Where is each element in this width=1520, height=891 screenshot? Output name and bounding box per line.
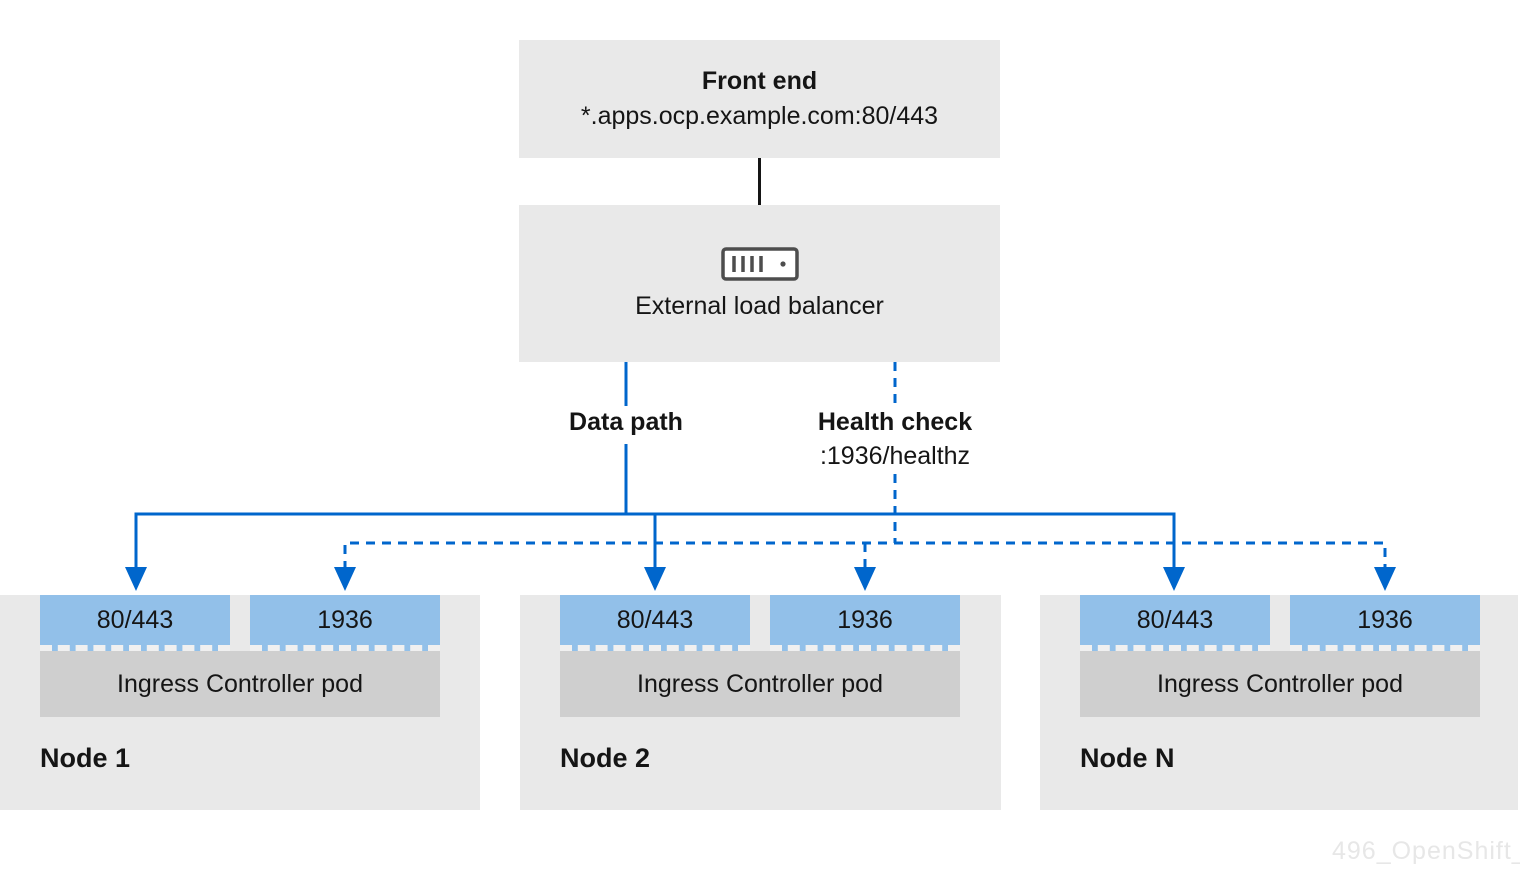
health-check-label: Health check: [817, 408, 973, 436]
node-2-port-1936: 1936: [770, 595, 960, 651]
load-balancer-box: External load balancer: [519, 205, 1000, 362]
node-n-port-80-443: 80/443: [1080, 595, 1270, 651]
frontend-box: Front end *.apps.ocp.example.com:80/443: [519, 40, 1000, 158]
node-n-box: 80/443 1936 Ingress Controller pod Node …: [1040, 595, 1518, 810]
arrow-down-icon: [1163, 567, 1185, 591]
frontend-lb-connector-line: [758, 158, 761, 205]
node-n-port-1936: 1936: [1290, 595, 1480, 651]
data-path-label: Data path: [569, 408, 683, 436]
node-2-label: Node 2: [560, 743, 651, 773]
node-n-label: Node N: [1080, 743, 1175, 773]
node-1-port-80-443: 80/443: [40, 595, 230, 651]
health-check-endpoint: :1936/healthz: [819, 442, 971, 470]
arrowheads: [125, 567, 1396, 591]
frontend-title: Front end: [701, 67, 818, 95]
arrow-down-icon: [125, 567, 147, 591]
watermark-text: 496_OpenShift_1223: [1332, 837, 1520, 865]
frontend-subtitle: *.apps.ocp.example.com:80/443: [580, 101, 939, 130]
server-icon: [720, 247, 799, 281]
node-1-label: Node 1: [40, 743, 131, 773]
node-1-box: 80/443 1936 Ingress Controller pod Node …: [0, 595, 480, 810]
node-n-ingress-controller-pod: Ingress Controller pod: [1080, 651, 1480, 717]
node-2-ingress-controller-pod: Ingress Controller pod: [560, 651, 960, 717]
arrow-down-icon: [1374, 567, 1396, 591]
arrow-down-icon: [644, 567, 666, 591]
load-balancer-label: External load balancer: [635, 291, 884, 320]
node-2-box: 80/443 1936 Ingress Controller pod Node …: [520, 595, 1001, 810]
arrow-down-icon: [854, 567, 876, 591]
node-1-ingress-controller-pod: Ingress Controller pod: [40, 651, 440, 717]
data-path-line: [134, 362, 1176, 570]
node-2-port-80-443: 80/443: [560, 595, 750, 651]
node-1-port-1936: 1936: [250, 595, 440, 651]
arrow-down-icon: [334, 567, 356, 591]
